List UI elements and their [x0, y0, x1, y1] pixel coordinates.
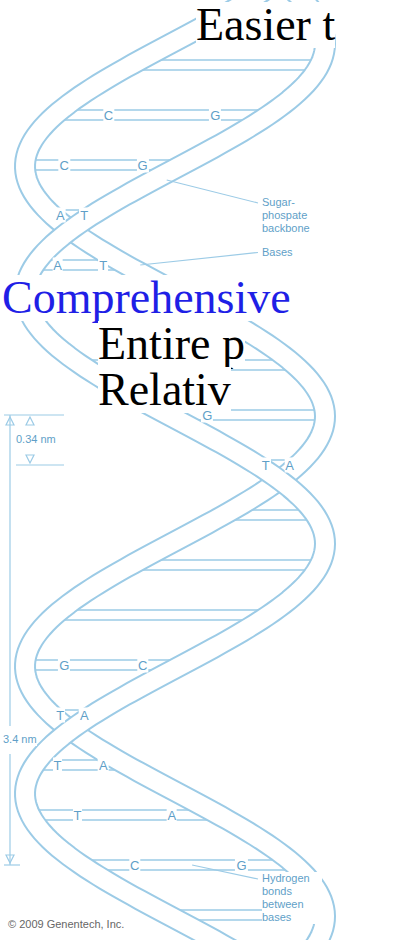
arrowhead [26, 455, 34, 463]
base-letter: A [79, 708, 90, 723]
part-label: Sugar- phospate backbone [262, 196, 322, 235]
base-letter: G [209, 108, 221, 123]
dimension-label: 3.4 nm [3, 733, 37, 746]
backbone-ribbon [25, 0, 325, 940]
base-letter: C [103, 108, 114, 123]
base-pair [55, 110, 269, 120]
backbones [25, 0, 325, 940]
dimensions [4, 415, 64, 865]
slide-text: Easier t [196, 2, 335, 48]
base-letter: A [52, 258, 63, 273]
arrowhead [6, 855, 14, 863]
base-letter: T [79, 208, 89, 223]
arrowhead [26, 417, 34, 425]
extension-line [16, 464, 64, 465]
part-label: Bases [262, 246, 293, 259]
base-pair [55, 610, 269, 620]
dimension-line [9, 754, 10, 865]
extension-line [4, 864, 20, 865]
base-letter: G [235, 858, 247, 873]
base-letter: T [98, 258, 108, 273]
base-pair [81, 860, 295, 870]
base-letter: G [58, 658, 70, 673]
base-letter: A [55, 208, 66, 223]
extension-line [4, 414, 64, 415]
slide-text: Relativ [98, 367, 231, 413]
leader-line [167, 180, 258, 203]
backbone-outline [25, 0, 325, 940]
base-letter: C [129, 858, 140, 873]
dimension-label: 0.34 nm [16, 433, 56, 446]
base-letter: A [284, 458, 295, 473]
leader-line [140, 253, 258, 266]
backbone-ribbon [25, 0, 325, 940]
base-letter: A [166, 808, 177, 823]
base-letter: A [98, 758, 109, 773]
copyright-notice: © 2009 Genentech, Inc. [8, 918, 124, 931]
base-letter: G [137, 158, 149, 173]
part-label: Hydrogen bonds between bases [262, 872, 322, 924]
arrowhead [6, 417, 14, 425]
dimension-line [9, 415, 10, 726]
leader-line [192, 865, 258, 879]
base-letter: G [201, 408, 213, 423]
backbone-outline [25, 0, 325, 940]
base-letter: T [261, 458, 271, 473]
base-letter: T [53, 758, 63, 773]
slide-heading: Comprehensive [2, 275, 291, 321]
base-letter: T [73, 808, 83, 823]
base-letter: T [55, 708, 65, 723]
base-letter: C [137, 658, 148, 673]
slide-text: Entire p [98, 321, 245, 367]
base-letter: C [59, 158, 70, 173]
